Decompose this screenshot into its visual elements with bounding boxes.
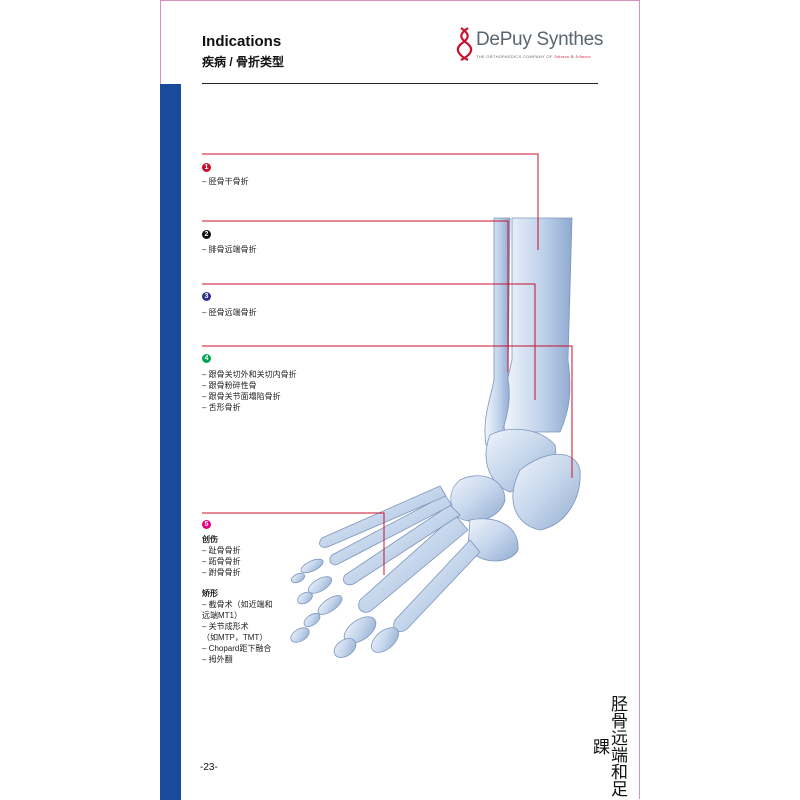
indication-4-line-2: – 跟骨粉碎性骨 [202, 381, 257, 390]
indication-4-line-3: – 跟骨关节面塌陷骨折 [202, 392, 281, 401]
phalanx-toe-4 [300, 558, 324, 574]
indication-2: – 腓骨远端骨折 [202, 244, 257, 255]
phalanx-toe-1-tip [290, 627, 310, 643]
marker-3: 3 [202, 292, 211, 301]
ortho-line-4: （如MTP，TMT） [202, 633, 268, 642]
trauma-line-1: – 趾骨骨折 [202, 546, 241, 555]
ortho-line-1: – 截骨术（如近端和 [202, 600, 273, 609]
trauma-line-2: – 跖骨骨折 [202, 557, 241, 566]
section-side-title: 胫骨远端和足踝 [590, 695, 627, 797]
metatarsal-1 [358, 514, 469, 613]
phalanx-toe-3 [307, 576, 333, 594]
callout-line-5 [202, 512, 385, 575]
marker-2: 2 [202, 230, 211, 239]
marker-4: 4 [202, 354, 211, 363]
callout-line-2 [202, 220, 509, 372]
header-divider [202, 83, 598, 84]
trauma-heading: 创伤 [202, 535, 218, 544]
phalanx-toe-4-distal [291, 572, 305, 584]
phalanx-toe-2 [317, 595, 343, 615]
phalanx-toe-3-distal [297, 591, 313, 605]
marker-1: 1 [202, 163, 211, 172]
indication-5: 创伤 – 趾骨骨折 – 跖骨骨折 – 跗骨骨折 矫形 – 截骨术（如近端和 远端… [202, 534, 273, 665]
indication-4-line-1: – 跟骨关切外和关切内骨折 [202, 370, 297, 379]
fibula-bone [484, 217, 511, 446]
ortho-line-5: – Chopard距下融合 [202, 644, 272, 653]
indication-3: – 胫骨远端骨折 [202, 307, 257, 318]
dna-helix-icon [456, 27, 473, 61]
metatarsal-2 [343, 504, 461, 586]
ortho-line-3: – 关节成形术 [202, 622, 249, 631]
indication-1-line: – 胫骨干骨折 [202, 177, 249, 186]
cuboid-bone [467, 518, 519, 562]
trauma-line-3: – 跗骨骨折 [202, 568, 241, 577]
page-subtitle: 疾病 / 骨折类型 [202, 55, 285, 69]
indication-2-line: – 腓骨远端骨折 [202, 245, 257, 254]
logo-tagline-text: THE ORTHOPAEDICS COMPANY OF [476, 54, 553, 59]
indication-4: – 跟骨关切外和关切内骨折 – 跟骨粉碎性骨 – 跟骨关节面塌陷骨折 – 舌形骨… [202, 369, 297, 413]
bones [290, 217, 581, 658]
indication-3-line: – 胫骨远端骨折 [202, 308, 257, 317]
page-number: -23- [200, 762, 218, 773]
indication-4-line-4: – 舌形骨折 [202, 403, 241, 412]
side-color-band [160, 84, 181, 800]
metatarsal-3 [329, 494, 453, 566]
tibia-bone [502, 217, 573, 433]
callout-line-1 [202, 153, 539, 250]
phalanx-big-toe-lower [371, 627, 399, 653]
depuy-synthes-logo: DePuy Synthes THE ORTHOPAEDICS COMPANY O… [456, 26, 606, 66]
phalanx-toe-2-distal [303, 613, 321, 627]
calcaneus-bone [512, 453, 581, 531]
callout-lines [202, 153, 573, 575]
group-spacer [202, 578, 273, 588]
orthopaedic-heading: 矫形 [202, 589, 218, 598]
ortho-line-2: 远端MT1） [202, 611, 242, 620]
ortho-line-6: – 拇外翻 [202, 655, 233, 664]
logo-brand-name: DePuy Synthes [476, 29, 604, 50]
callout-line-3 [202, 283, 536, 400]
logo-tagline: THE ORTHOPAEDICS COMPANY OF Johnson & Jo… [476, 54, 591, 59]
indication-1: – 胫骨干骨折 [202, 176, 249, 187]
phalanx-big-toe-distal [333, 638, 357, 658]
marker-5: 5 [202, 520, 211, 529]
logo-parent-company: Johnson & Johnson [553, 54, 591, 59]
page-title: Indications [202, 33, 282, 50]
metatarsal-4 [319, 485, 447, 548]
callout-line-4 [202, 345, 573, 478]
